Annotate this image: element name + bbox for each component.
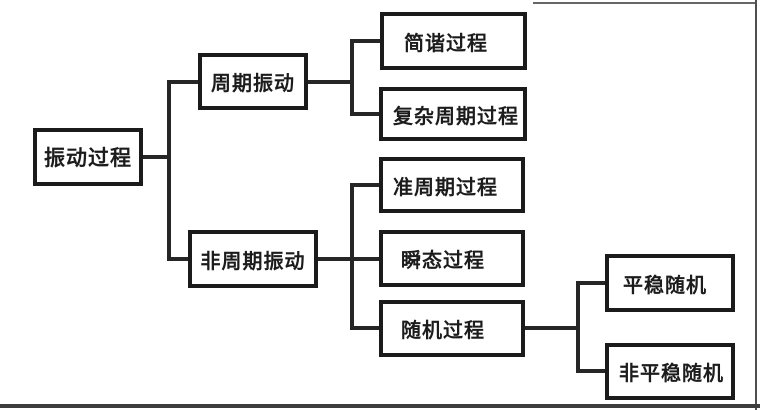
node-random-process: 随机过程	[379, 300, 525, 357]
connector-to-quasi-periodic	[350, 183, 379, 187]
frame-border-top-right	[533, 2, 757, 4]
node-periodic-vibration: 周期振动	[198, 53, 308, 110]
connector-aperiodic-stub	[318, 257, 354, 261]
connector-to-complex-periodic	[350, 112, 379, 116]
node-stationary-random: 平稳随机	[605, 254, 735, 312]
connector-periodic-vertical	[350, 39, 354, 116]
connector-root-stub	[143, 155, 171, 159]
node-vibration-process: 振动过程	[33, 128, 143, 186]
connector-periodic-stub	[308, 80, 354, 84]
connector-trunk-to-periodic	[167, 80, 198, 84]
connector-to-stationary	[576, 281, 605, 285]
connector-to-transient	[350, 257, 379, 261]
node-aperiodic-vibration: 非周期振动	[188, 230, 318, 288]
node-nonstationary-random: 非平稳随机	[605, 343, 735, 400]
connector-to-random	[350, 326, 379, 330]
node-simple-harmonic-process: 简谐过程	[380, 12, 527, 70]
connector-trunk-to-aperiodic	[167, 257, 188, 261]
connector-to-harmonic	[350, 39, 380, 43]
connector-trunk-vertical	[167, 80, 171, 261]
connector-to-nonstationary	[576, 369, 605, 373]
node-quasi-periodic-process: 准周期过程	[379, 157, 525, 213]
node-transient-process: 瞬态过程	[379, 230, 525, 287]
frame-border-bottom	[0, 404, 760, 408]
connector-aperiodic-vertical	[350, 183, 354, 330]
node-complex-periodic-process: 复杂周期过程	[379, 87, 527, 141]
frame-border-right	[755, 0, 757, 410]
connector-random-stub	[525, 326, 580, 330]
connector-random-vertical	[576, 281, 580, 373]
